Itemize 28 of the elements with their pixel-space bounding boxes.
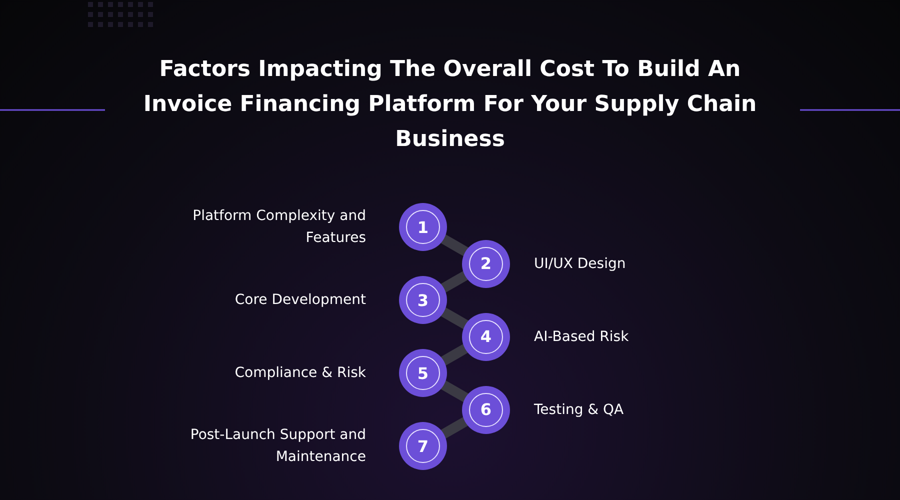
factor-label: Testing & QA: [534, 400, 625, 420]
number-circle: [399, 349, 447, 397]
step-number: 6: [469, 392, 503, 426]
step-number: 2: [469, 246, 503, 280]
factor-label: Core Development: [234, 291, 366, 310]
factor-label: Platform Complexity and Features: [192, 207, 366, 248]
number-circle: [462, 312, 510, 360]
connector: [440, 270, 470, 293]
step-number: 1: [406, 210, 440, 244]
connector: [440, 234, 470, 256]
connector: [440, 416, 470, 439]
connector: [440, 380, 470, 402]
factor-label: UI/UX Design: [534, 254, 627, 274]
factor-label: Compliance & Risk: [234, 364, 366, 383]
connector: [440, 344, 470, 366]
number-circle: [462, 386, 510, 434]
number-circle: [399, 276, 447, 324]
connector: [440, 307, 470, 330]
step-number: 5: [406, 356, 440, 390]
title: Factors Impacting The Overall Cost To Build An Invoice Financing Platform For Your Supply Chain Business: [142, 56, 758, 154]
step-number: 7: [406, 429, 440, 463]
factor-label: AI-Based Risk: [534, 328, 630, 346]
step-number: 4: [469, 320, 503, 354]
number-circle: [399, 203, 447, 251]
factor-label: Post-Launch Support and Maintenance: [189, 426, 366, 467]
number-circle: [399, 422, 447, 470]
number-circle: [462, 240, 510, 288]
step-number: 3: [406, 283, 440, 317]
